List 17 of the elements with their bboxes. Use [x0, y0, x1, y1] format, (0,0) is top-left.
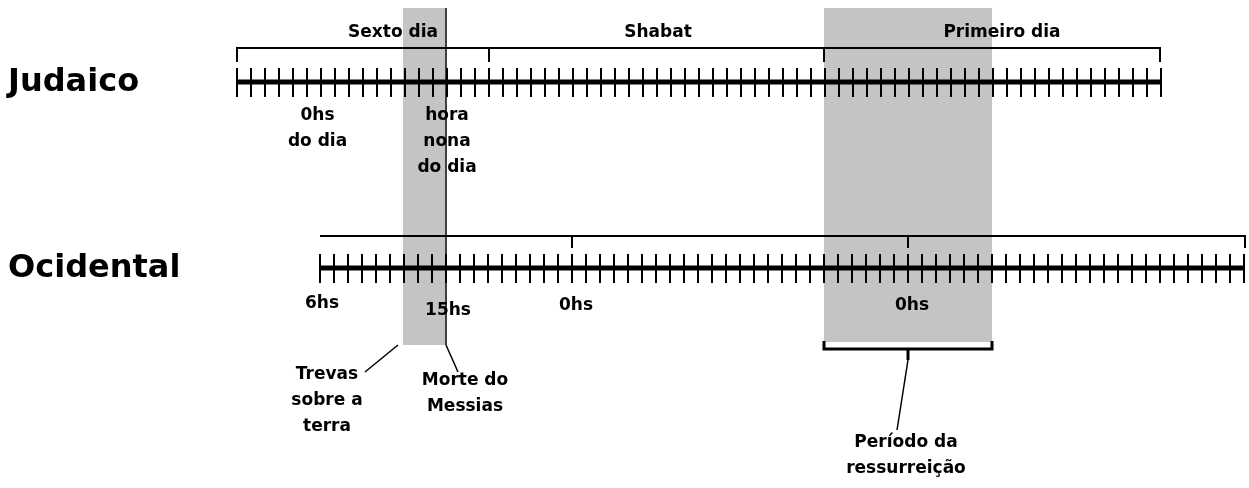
- day-label: Primeiro dia: [942, 20, 1062, 43]
- row-title: Judaico: [8, 61, 141, 99]
- day-label: Sexto dia: [347, 20, 439, 43]
- annotation-text: Morte do Messias: [418, 366, 512, 418]
- annotation-text: Período da ressurreição: [842, 428, 970, 480]
- hour-label: 0hs: [557, 293, 595, 316]
- row-title: Ocidental: [8, 247, 182, 285]
- leader-line: [896, 359, 909, 431]
- hour-label: 6hs: [303, 291, 341, 314]
- leader-line: [445, 344, 459, 373]
- hour-label: 0hs do dia: [286, 103, 349, 152]
- annotation-text: Trevas sobre a terra: [289, 360, 365, 438]
- bracket: [822, 340, 994, 362]
- leader-line: [364, 344, 399, 373]
- vertical-line: [445, 8, 447, 345]
- hour-label: 0hs: [893, 293, 931, 316]
- day-label: Shabat: [623, 20, 693, 43]
